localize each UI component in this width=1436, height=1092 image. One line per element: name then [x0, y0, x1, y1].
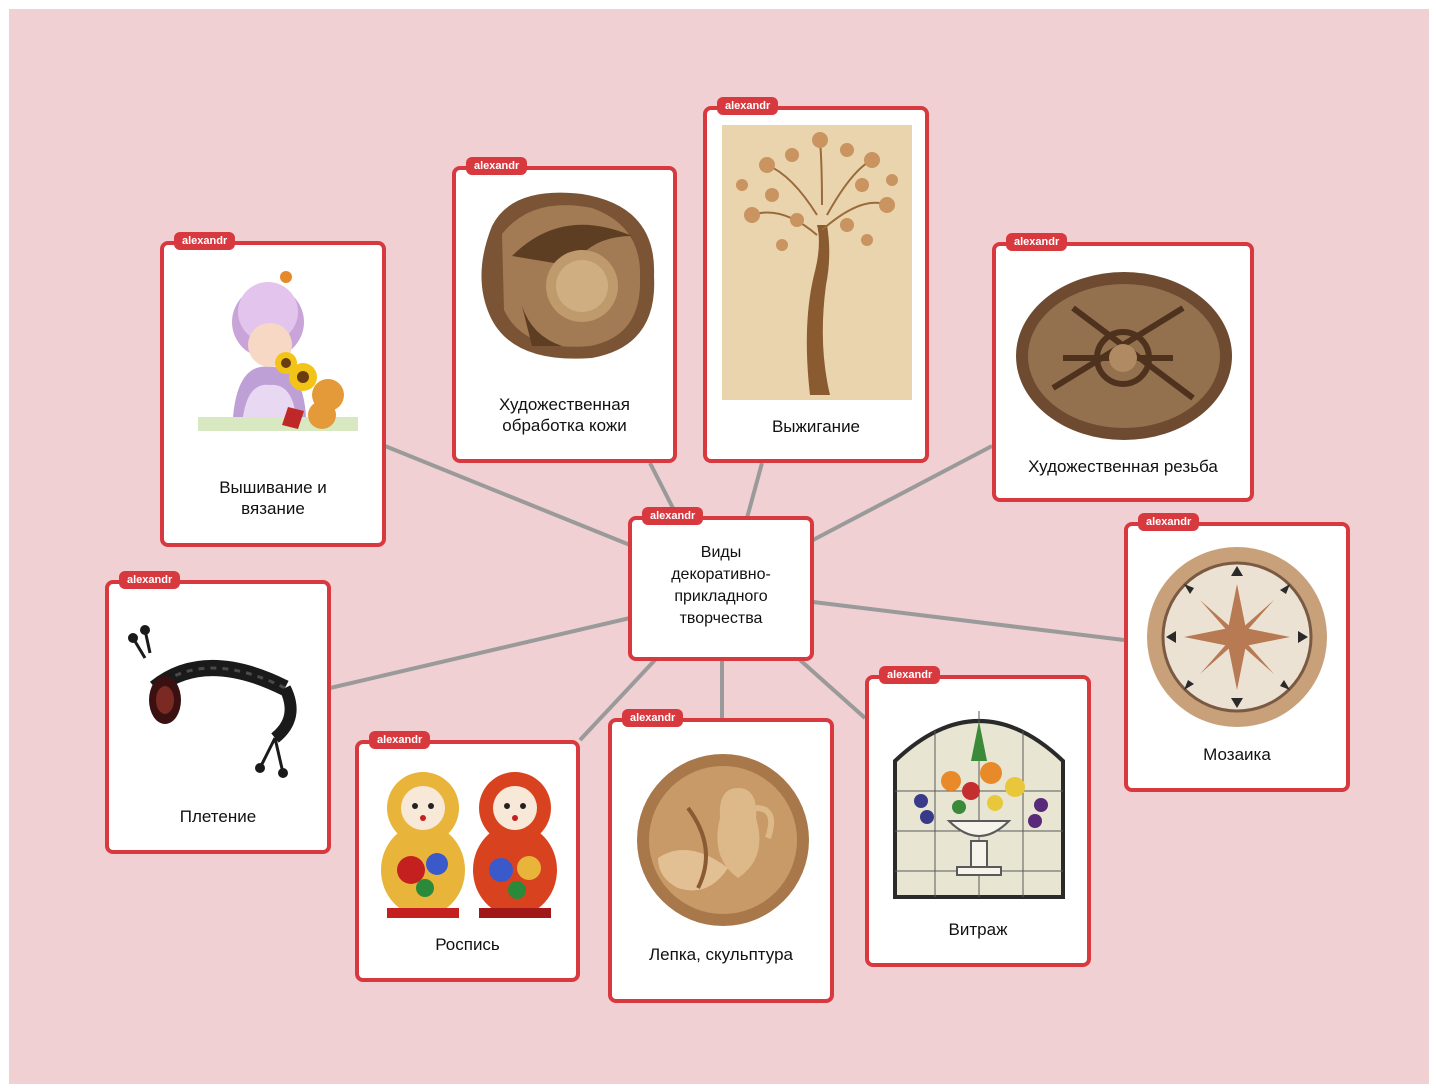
carved-wood-oval-relief-image: [1013, 268, 1235, 444]
round-stone-mosaic-image: [1144, 544, 1330, 730]
node-label: Художественная резьба: [1002, 456, 1244, 477]
painted-matryoshka-dolls-image: [371, 760, 567, 920]
node-stained-glass[interactable]: alexandr Витраж: [865, 675, 1091, 967]
link-stained-glass: [800, 660, 865, 718]
node-sculpture[interactable]: alexandr Лепка, скульптура: [608, 718, 834, 1003]
node-leather[interactable]: alexandr Художественная обработка кожи: [452, 166, 677, 463]
embroidered-girl-with-sunflowers-image: [188, 267, 364, 447]
leather-lady-clock-image: [472, 186, 662, 366]
node-label: Лепка, скульптура: [618, 944, 824, 965]
author-tag: alexandr: [717, 97, 778, 115]
author-tag: alexandr: [879, 666, 940, 684]
author-tag: alexandr: [174, 232, 235, 250]
clay-jug-relief-plate-image: [628, 748, 818, 928]
node-label: Витраж: [875, 919, 1081, 940]
node-label: Мозаика: [1134, 744, 1340, 765]
node-carving[interactable]: alexandr Художественная резьба: [992, 242, 1254, 502]
node-label: Плетение: [115, 806, 321, 827]
author-tag: alexandr: [1006, 233, 1067, 251]
node-label: Художественная обработка кожи: [462, 394, 667, 436]
center-node[interactable]: alexandr Виды декоративно- прикладного т…: [628, 516, 814, 661]
author-tag: alexandr: [622, 709, 683, 727]
author-tag: alexandr: [119, 571, 180, 589]
author-tag: alexandr: [1138, 513, 1199, 531]
woven-cord-bracelet-image: [125, 618, 315, 778]
node-painting[interactable]: alexandr Роспись: [355, 740, 580, 982]
node-weaving[interactable]: alexandr Плетение: [105, 580, 331, 854]
node-label: Выжигание: [713, 416, 919, 437]
author-tag: alexandr: [642, 507, 703, 525]
link-mosaic: [813, 602, 1124, 640]
node-label: Вышивание и вязание: [170, 477, 376, 519]
stained-glass-fruit-bowl-image: [891, 701, 1067, 901]
burned-tree-on-wood-image: [722, 125, 912, 400]
node-embroidery[interactable]: alexandr Вышивание и вязание: [160, 241, 386, 547]
node-label: Роспись: [365, 934, 570, 955]
author-tag: alexandr: [466, 157, 527, 175]
author-tag: alexandr: [369, 731, 430, 749]
link-burning: [747, 463, 762, 518]
center-label: Виды декоративно- прикладного творчества: [638, 542, 804, 630]
link-weaving: [330, 618, 630, 688]
node-mosaic[interactable]: alexandr Мозаика: [1124, 522, 1350, 792]
node-burning[interactable]: alexandr Выжигание: [703, 106, 929, 463]
